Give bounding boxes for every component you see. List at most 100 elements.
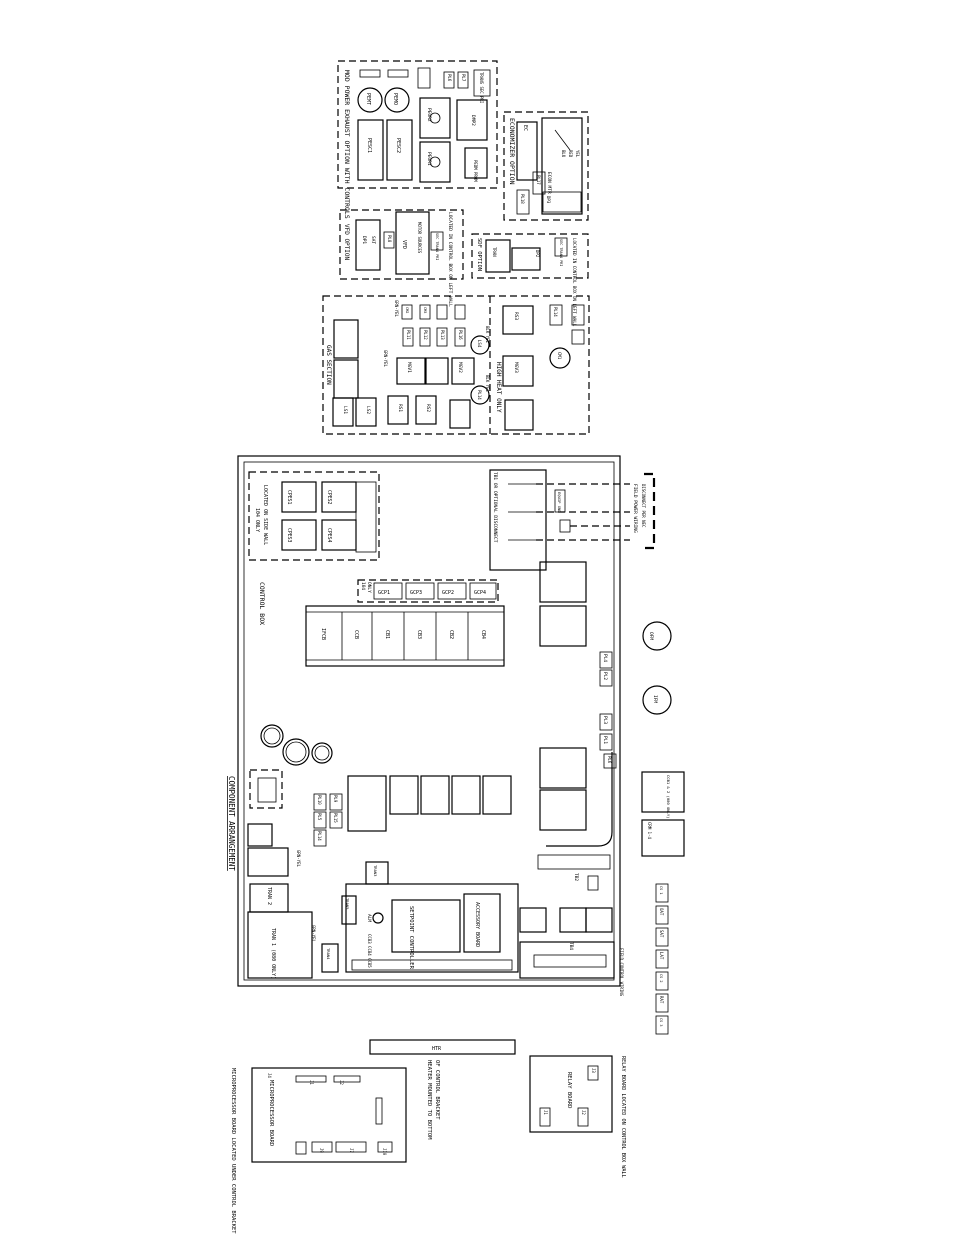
vfd-option-label: VFD OPTION <box>343 224 350 261</box>
pl7-label: PL7 <box>461 74 466 82</box>
pl4-label: PL4 <box>602 654 608 662</box>
pl3-label: PL3 <box>602 716 608 724</box>
pl5-label: PL5 <box>317 813 322 821</box>
gas-sw1: CM2 <box>405 307 409 313</box>
cpes2-label: CPES2 <box>326 490 332 505</box>
pesc2-label: PESC2 <box>395 138 401 153</box>
exhaust-option-panel: MOD POWER EXHAUST OPTION WITH CONTROLS P… <box>337 60 498 219</box>
vfd-option-panel: VFD OPTION DP1 SAT PL8 VFD MOTOR SOURCES… <box>339 209 464 307</box>
rb-j2: J2 <box>581 1110 586 1115</box>
relay-board: RELAY BOARD RELAY BOARD LOCATED ON CONTR… <box>529 1055 626 1178</box>
control-box-label: CONTROL BOX <box>258 582 266 625</box>
setpoint-controller-label: SETPOINT CONTROLLER <box>408 906 414 970</box>
pl10-label: PL10 <box>317 795 322 805</box>
ec-label: EC <box>522 125 528 131</box>
gas-ls2: LS2 <box>365 406 371 414</box>
cb-cb2: CB2 <box>448 630 454 639</box>
gas-cm3: CM1 <box>557 352 562 360</box>
microprocessor-board: MICROPROCESSOR BOARD MICROPROCESSOR BOAR… <box>230 1067 407 1234</box>
gas-cm2: LS4 <box>477 340 482 348</box>
econ-yel: YEL <box>575 150 580 158</box>
grn-yel-2: GRN-YEL <box>311 925 316 942</box>
sensor-rat: RAT <box>659 996 664 1004</box>
economizer-label: ECONOMIZER OPTION <box>508 118 516 185</box>
pl15-label: PL15 <box>333 813 338 823</box>
tran5-label: TRAN5 <box>345 898 350 909</box>
gas-grn-yel-1: GRN-YEL <box>383 350 388 367</box>
accessory-board-label: ACCESSORY BOARD <box>474 902 480 947</box>
cpes4-label: CPES4 <box>326 528 332 543</box>
pl18-label: PL18 <box>520 194 525 204</box>
ifm-label: IFM <box>652 695 658 703</box>
sat-vfd-label: SAT <box>370 236 376 244</box>
motor-sources-label: MOTOR SOURCES <box>417 222 422 254</box>
sensor-oat: OAT <box>659 908 664 916</box>
gas-rs1: RS1 <box>397 404 403 412</box>
gcp1-label: GCP1 <box>378 590 390 596</box>
pesc1-label: PESC1 <box>366 138 372 153</box>
cpes1-label: CPES1 <box>286 490 292 505</box>
dmp-label: DMP2 <box>470 115 476 126</box>
cpes-note-1: 104 ONLY <box>254 508 260 532</box>
sensor-lat: LAT <box>659 952 664 960</box>
ccb-labels: CCB3 CCB4 CCB5 <box>367 934 372 968</box>
gas-pl14: PL14 <box>553 307 558 317</box>
econ-mtr-label: ECON MTR <box>546 172 552 194</box>
sensor-cs1: CS 1 <box>659 886 663 894</box>
tran2-label: TRAN 2 <box>266 887 272 905</box>
gcp4-label: GCP4 <box>474 590 486 596</box>
gcp3-label: GCP3 <box>410 590 422 596</box>
microprocessor-note: MICROPROCESSOR BOARD LOCATED UNDER CONTR… <box>230 1068 236 1234</box>
disconnect-per-nec: DISCONNECT PER NEC <box>641 484 646 528</box>
gas-rs2: RS2 <box>425 404 431 412</box>
pl9-label: PL9 <box>333 795 338 803</box>
gcp2-label: GCP2 <box>442 590 454 596</box>
pegr1-label: PEGR1 <box>426 152 432 166</box>
gcp-note-1: 104 <box>360 582 366 590</box>
pl6-label: PL6 <box>607 756 612 764</box>
pl14-label: PL14 <box>317 831 322 841</box>
cpes-note-2: LOCATED ON SIDE WALL <box>262 485 268 545</box>
econ-blu: BLU <box>561 150 566 158</box>
cpes3-label: CPES3 <box>286 528 292 543</box>
pemt-label: PEMT <box>365 93 371 105</box>
pegr2-label: PEGR2 <box>426 108 432 122</box>
component-arrangement-title: COMPONENT ARRANGEMENT <box>227 776 236 871</box>
rb-j1: J1 <box>543 1110 548 1115</box>
gcp-note-2: ONLY <box>366 582 372 593</box>
gas-ls1: LS1 <box>342 406 348 414</box>
gas-rs3: RS3 <box>513 312 519 320</box>
equip-gnd-label: EQUIP GND <box>557 492 562 513</box>
gas-section-panel: GAS SECTION HIGH HEAT ONLY LS1 LS2 RS1 R… <box>322 295 590 435</box>
right-externals: OFM IFM CCB1 & 2 (080 ONLY) CRM 1-4 OAT … <box>641 621 685 1035</box>
gas-pl16: PL16 <box>458 330 463 340</box>
sensor-sat: SAT <box>659 930 664 938</box>
gas-pl11: PL11 <box>406 330 411 340</box>
gas-blk-yel-2: BLK YEL <box>485 326 490 343</box>
rb-j3: J3 <box>591 1068 596 1073</box>
economizer-panel: ECONOMIZER OPTION EC ECON MTR BLU RED YE… <box>503 111 589 221</box>
alm-label: ALM <box>366 914 372 922</box>
htr-label: HTR <box>432 1046 442 1052</box>
gas-pl13: PL13 <box>440 330 445 340</box>
pemo-label: PEMO <box>392 93 398 105</box>
sdf-tran-label: TRAN <box>492 247 497 257</box>
cb-cb3: CB3 <box>416 630 422 639</box>
heater-note-1: HEATER MOUNTED TO BOTTOM <box>426 1060 432 1140</box>
cb-ccb: CCB <box>353 630 359 639</box>
pl17-label: PL17 <box>536 175 541 185</box>
gas-blk-yel-1: BLK YEL <box>485 375 490 392</box>
sdf-sec-label: SEC TRAN4 PRI <box>559 239 563 266</box>
tran4-label: TRAN4 <box>326 948 331 960</box>
mp-j1: J1 <box>309 1080 314 1085</box>
relay-board-label: RELAY BOARD <box>566 1072 572 1108</box>
econ-red: RED <box>568 150 573 158</box>
mp-j4: J4 <box>267 1073 272 1078</box>
tb1-label: TB1 OR OPTIONAL DISCONNECT <box>492 472 498 543</box>
dp2-label: DP2 <box>535 250 540 258</box>
cb-cb1: CB1 <box>384 630 390 639</box>
gas-mgv1: MGV1 <box>406 362 412 373</box>
pl6-label: PL6 <box>447 74 452 82</box>
pl2-label: PL2 <box>602 672 608 680</box>
